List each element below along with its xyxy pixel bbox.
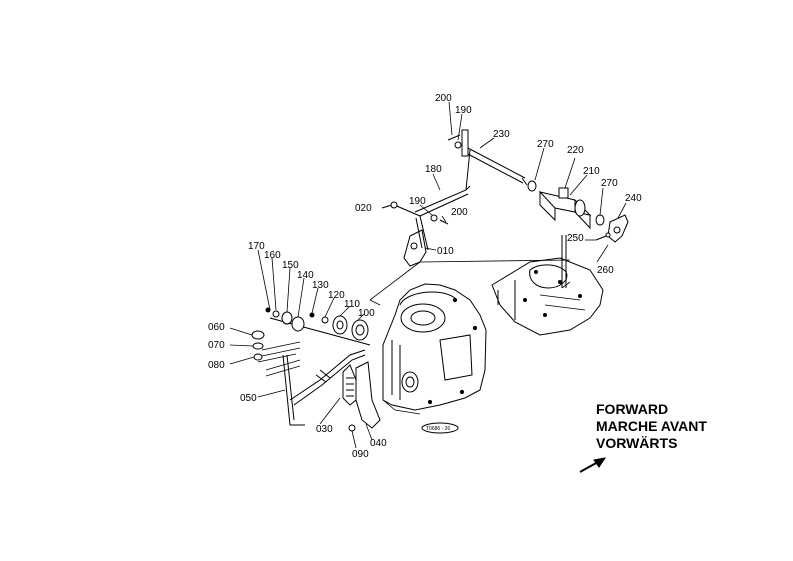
- label-220: 220: [567, 145, 584, 156]
- label-060: 060: [208, 322, 225, 333]
- lever-010: [391, 203, 429, 267]
- label-070: 070: [208, 340, 225, 351]
- label-240: 240: [625, 193, 642, 204]
- label-200-mid: 200: [451, 207, 468, 218]
- label-190-mid: 190: [409, 196, 426, 207]
- arm-240: [607, 214, 629, 243]
- rod-180: [414, 149, 471, 217]
- part-130: [309, 312, 315, 318]
- label-270-right: 270: [601, 178, 618, 189]
- leader-lines: [229, 101, 627, 449]
- label-160: 160: [264, 250, 281, 261]
- label-050: 050: [240, 393, 257, 404]
- bolt-020: [381, 204, 393, 209]
- label-140: 140: [297, 270, 314, 281]
- label-040: 040: [370, 438, 387, 449]
- part-140: [291, 316, 305, 332]
- bracket-210: [538, 187, 592, 288]
- label-260: 260: [597, 265, 614, 276]
- washer-060: [251, 330, 265, 340]
- label-100: 100: [358, 308, 375, 319]
- pin-250: [595, 235, 607, 241]
- label-270-left: 270: [537, 139, 554, 150]
- label-210: 210: [583, 166, 600, 177]
- washer-190-mid: [430, 214, 438, 222]
- direction-vorwaerts: VORWÄRTS: [596, 435, 677, 451]
- part-160: [272, 310, 280, 318]
- shaft-parts: [265, 307, 371, 346]
- label-180: 180: [425, 164, 442, 175]
- label-250: 250: [567, 233, 584, 244]
- direction-marche-avant: MARCHE AVANT: [596, 418, 707, 434]
- part-120: [321, 316, 329, 324]
- label-030: 030: [316, 424, 333, 435]
- label-200-top: 200: [435, 93, 452, 104]
- stamp-text: T0686 - 26: [426, 426, 450, 432]
- label-150: 150: [282, 260, 299, 271]
- label-080: 080: [208, 360, 225, 371]
- drawing-stamp: T0686 - 26: [421, 422, 459, 434]
- pin-200-top: [447, 134, 461, 141]
- washer-190-top: [454, 141, 462, 149]
- label-090: 090: [352, 449, 369, 460]
- label-130: 130: [312, 280, 329, 291]
- direction-forward: FORWARD: [596, 401, 668, 417]
- part-150: [281, 311, 293, 325]
- label-230: 230: [493, 129, 510, 140]
- label-020: 020: [355, 203, 372, 214]
- label-170: 170: [248, 241, 265, 252]
- washer-080: [253, 353, 263, 361]
- label-010: 010: [437, 246, 454, 257]
- label-120: 120: [328, 290, 345, 301]
- label-110: 110: [344, 299, 360, 310]
- bolt-090: [348, 424, 356, 432]
- pin-200-mid: [439, 219, 449, 225]
- shaft-230: [461, 129, 528, 186]
- label-190-top: 190: [455, 105, 472, 116]
- collar-270-right: [595, 214, 605, 226]
- washer-070: [252, 342, 264, 350]
- transmission-housing: [382, 283, 487, 415]
- rear-housing: [491, 257, 604, 336]
- forward-arrow-icon: [579, 457, 607, 473]
- collar-270-left: [527, 180, 537, 192]
- linkage-lower: [257, 341, 381, 432]
